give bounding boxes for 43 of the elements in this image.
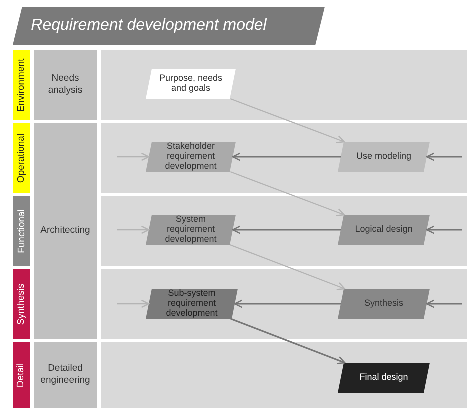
arrow bbox=[117, 226, 150, 234]
phase-box bbox=[34, 50, 97, 120]
arrow bbox=[117, 300, 150, 308]
arrow bbox=[232, 226, 341, 234]
arrow bbox=[426, 152, 462, 162]
process-parallelogram: Use modeling bbox=[338, 142, 430, 172]
swimlane-band bbox=[101, 342, 467, 408]
arrow bbox=[234, 300, 341, 308]
lane-tab bbox=[13, 342, 30, 408]
lane-title: Synthesis bbox=[16, 283, 27, 325]
phase-box bbox=[34, 342, 97, 408]
arrow bbox=[230, 244, 346, 290]
title-banner: Requirement development model bbox=[13, 7, 325, 45]
lane-tab bbox=[13, 269, 30, 339]
lane-title: Detail bbox=[16, 362, 27, 388]
arrow bbox=[426, 226, 462, 234]
arrow bbox=[230, 318, 346, 364]
phase-box bbox=[34, 123, 97, 339]
arrow bbox=[230, 98, 345, 144]
phase-label: Architecting bbox=[40, 225, 90, 237]
arrow bbox=[230, 171, 345, 216]
process-parallelogram: Final design bbox=[338, 363, 430, 393]
process-parallelogram: Logical design bbox=[338, 215, 430, 245]
phase-label: Needs analysis bbox=[47, 73, 84, 97]
lane-tab bbox=[13, 123, 30, 193]
process-parallelogram: Sub-system requirement development bbox=[146, 289, 238, 319]
arrow bbox=[426, 300, 462, 308]
lane-tab bbox=[13, 50, 30, 120]
lane-tab bbox=[13, 196, 30, 266]
lane-title: Environment bbox=[16, 58, 27, 112]
process-parallelogram: System requirement development bbox=[146, 215, 236, 245]
arrow bbox=[232, 152, 341, 162]
lane-title: Functional bbox=[16, 209, 27, 253]
process-parallelogram: Stakeholder requirement development bbox=[146, 142, 236, 172]
process-parallelogram: Purpose, needs and goals bbox=[146, 69, 236, 99]
swimlane-band bbox=[101, 269, 467, 339]
swimlane-band bbox=[101, 50, 467, 120]
lane-title: Operational bbox=[16, 133, 27, 183]
phase-label: Detailed engineering bbox=[40, 363, 92, 387]
process-parallelogram: Synthesis bbox=[338, 289, 430, 319]
arrow bbox=[117, 152, 150, 162]
swimlane-band bbox=[101, 123, 467, 193]
swimlane-band bbox=[101, 196, 467, 266]
